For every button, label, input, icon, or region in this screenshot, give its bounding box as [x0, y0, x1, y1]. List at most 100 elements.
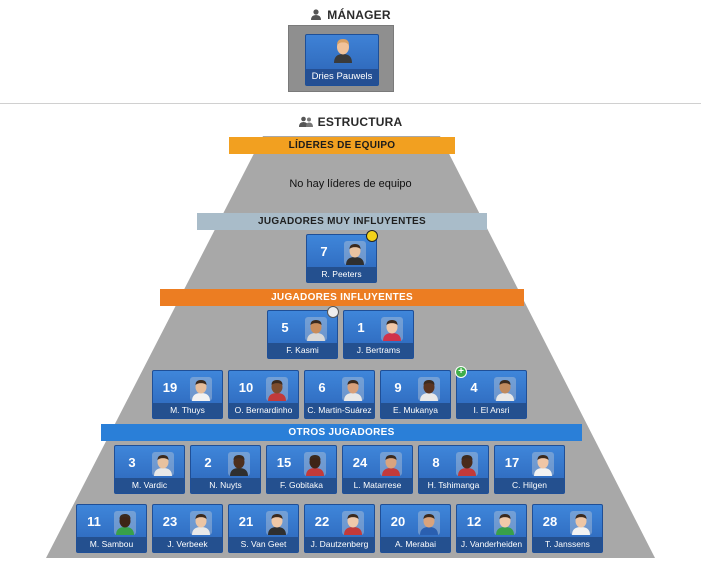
player-card[interactable]: 2 N. Nuyts	[190, 445, 261, 494]
player-card[interactable]: 8 H. Tshimanga	[418, 445, 489, 494]
band-other-players: OTROS JUGADORES	[101, 424, 582, 441]
player-name: N. Nuyts	[191, 478, 260, 493]
player-number: 2	[204, 455, 212, 470]
player-number: 12	[466, 514, 482, 529]
section-divider	[0, 103, 701, 104]
player-number: 22	[314, 514, 330, 529]
person-tie-icon	[311, 9, 322, 20]
player-name: J. Vanderheiden	[457, 537, 526, 552]
player-number: 4	[470, 380, 478, 395]
player-face-icon	[305, 317, 327, 346]
player-number: 23	[162, 514, 178, 529]
player-name: M. Sambou	[77, 537, 146, 552]
player-card[interactable]: 4 I. El Ansri +	[455, 366, 527, 419]
player-face-icon	[418, 511, 440, 540]
player-name: M. Vardic	[115, 478, 184, 493]
player-card[interactable]: 28 T. Janssens	[532, 504, 603, 553]
player-name: O. Bernardinho	[229, 403, 298, 418]
band-influential: JUGADORES INFLUYENTES	[160, 289, 524, 306]
player-number: 28	[542, 514, 558, 529]
player-number: 24	[352, 455, 368, 470]
white-eye-icon	[327, 306, 339, 318]
player-number: 17	[504, 455, 520, 470]
player-card[interactable]: 20 A. Merabai	[380, 504, 451, 553]
player-name: F. Gobitaka	[267, 478, 336, 493]
player-card[interactable]: 7 R. Peeters	[306, 230, 378, 283]
player-face-icon	[266, 377, 288, 406]
player-name: F. Kasmi	[268, 343, 337, 358]
player-face-icon	[304, 452, 326, 481]
structure-heading: ESTRUCTURA	[0, 115, 701, 129]
player-number: 19	[162, 380, 178, 395]
player-card[interactable]: 9 E. Mukanya	[380, 370, 451, 419]
manager-title: MÁNAGER	[327, 8, 391, 22]
player-face-icon	[342, 377, 364, 406]
manager-card[interactable]: Dries Pauwels	[305, 34, 379, 86]
manager-heading: MÁNAGER	[0, 8, 701, 22]
player-name: C. Martin-Suárez	[305, 403, 374, 418]
player-face-icon	[380, 452, 402, 481]
no-leaders-message: No hay líderes de equipo	[289, 178, 412, 190]
player-card[interactable]: 15 F. Gobitaka	[266, 445, 337, 494]
band-team-leaders: LÍDERES DE EQUIPO	[229, 137, 455, 154]
player-face-icon	[456, 452, 478, 481]
player-face-icon	[344, 241, 366, 270]
player-name: J. Verbeek	[153, 537, 222, 552]
player-number: 15	[276, 455, 292, 470]
player-card[interactable]: 10 O. Bernardinho	[228, 370, 299, 419]
player-number: 8	[432, 455, 440, 470]
player-face-icon	[342, 511, 364, 540]
player-card[interactable]: 24 L. Matarrese	[342, 445, 413, 494]
people-icon	[298, 116, 313, 127]
plus-icon: +	[455, 366, 467, 378]
player-number: 3	[128, 455, 136, 470]
player-card[interactable]: 17 C. Hilgen	[494, 445, 565, 494]
player-number: 11	[87, 514, 101, 529]
manager-name: Dries Pauwels	[306, 69, 378, 85]
player-card[interactable]: 3 M. Vardic	[114, 445, 185, 494]
player-face-icon	[152, 452, 174, 481]
player-card[interactable]: 23 J. Verbeek	[152, 504, 223, 553]
player-face-icon	[381, 317, 403, 346]
player-number: 10	[238, 380, 254, 395]
player-name: S. Van Geet	[229, 537, 298, 552]
player-card[interactable]: 12 J. Vanderheiden	[456, 504, 527, 553]
band-very-influential: JUGADORES MUY INFLUYENTES	[197, 213, 487, 230]
player-name: T. Janssens	[533, 537, 602, 552]
player-face-icon	[190, 377, 212, 406]
yellow-eye-icon	[366, 230, 378, 242]
player-card[interactable]: 11 M. Sambou	[76, 504, 147, 553]
player-number: 20	[390, 514, 406, 529]
player-card[interactable]: 5 F. Kasmi	[267, 306, 339, 359]
player-face-icon	[266, 511, 288, 540]
player-card[interactable]: 1 J. Bertrams	[343, 310, 414, 359]
player-face-icon	[494, 511, 516, 540]
player-name: J. Dautzenberg	[305, 537, 374, 552]
player-name: C. Hilgen	[495, 478, 564, 493]
player-name: I. El Ansri	[457, 403, 526, 418]
manager-slot: Dries Pauwels	[288, 25, 394, 92]
player-name: H. Tshimanga	[419, 478, 488, 493]
structure-title: ESTRUCTURA	[317, 115, 403, 129]
player-number: 6	[318, 380, 326, 395]
player-face-icon	[494, 377, 516, 406]
player-name: J. Bertrams	[344, 343, 413, 358]
player-face-icon	[190, 511, 212, 540]
player-card[interactable]: 6 C. Martin-Suárez	[304, 370, 375, 419]
player-face-icon	[570, 511, 592, 540]
player-name: L. Matarrese	[343, 478, 412, 493]
player-number: 9	[394, 380, 402, 395]
player-name: R. Peeters	[307, 267, 376, 282]
player-name: E. Mukanya	[381, 403, 450, 418]
player-face-icon	[418, 377, 440, 406]
player-number: 1	[357, 320, 365, 335]
player-face-icon	[114, 511, 136, 540]
player-number: 7	[320, 244, 328, 259]
player-name: A. Merabai	[381, 537, 450, 552]
player-number: 5	[281, 320, 289, 335]
manager-face-icon	[334, 39, 352, 63]
player-face-icon	[532, 452, 554, 481]
player-card[interactable]: 22 J. Dautzenberg	[304, 504, 375, 553]
